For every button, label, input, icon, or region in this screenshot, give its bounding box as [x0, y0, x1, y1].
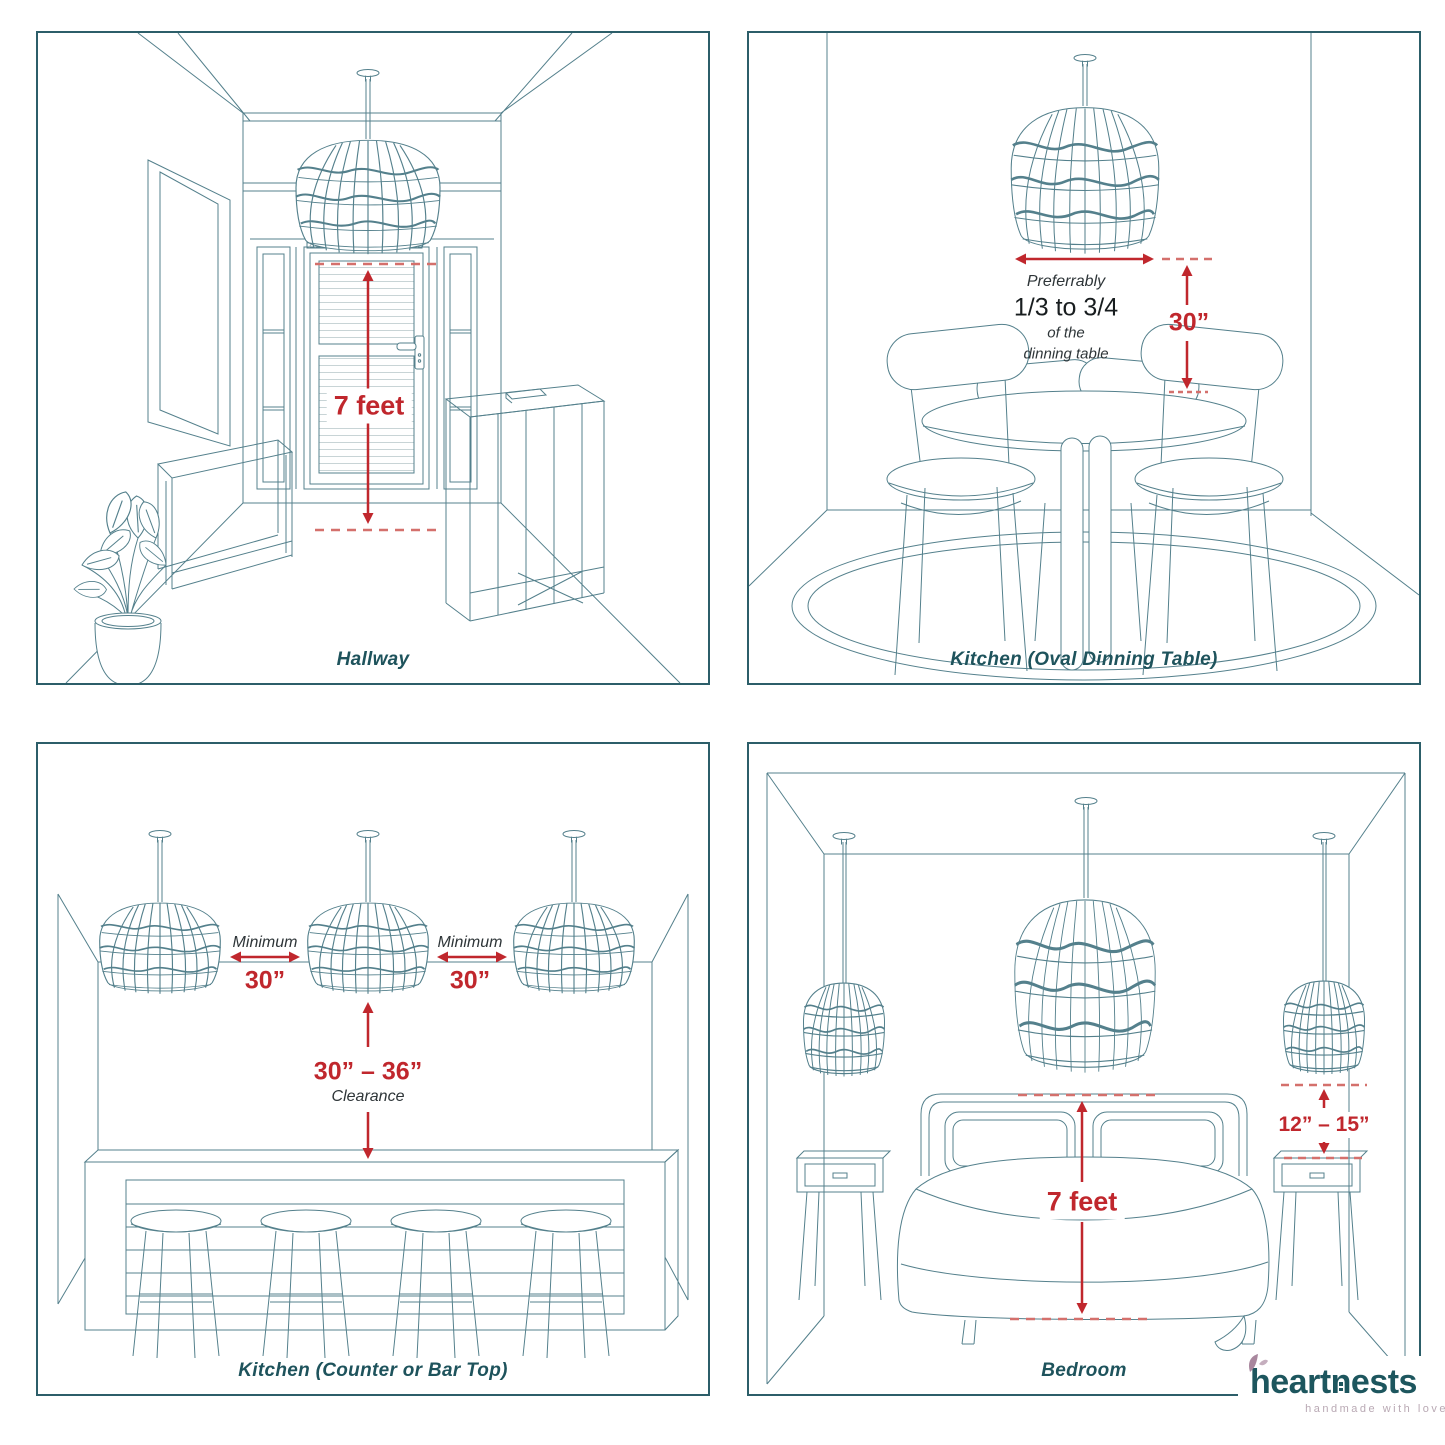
- of-the-note: of the: [1047, 324, 1085, 342]
- bar-stool: [390, 1209, 482, 1359]
- house-window-icon: [1339, 1382, 1348, 1391]
- panel-bedroom: 7 feet 12” – 15” Bedroom: [747, 742, 1421, 1396]
- leaf-icon: [1248, 1354, 1268, 1372]
- nightstand-right: [1272, 1150, 1369, 1301]
- front-dining-chair-left: [886, 323, 1036, 676]
- spacing-1-label: Minimum: [232, 934, 298, 951]
- hallway-sidelights: [256, 246, 478, 490]
- preferrably-note: Preferrably: [1026, 273, 1106, 290]
- pendant-lamp-right: [512, 830, 636, 995]
- oval-dining-table: [921, 390, 1247, 671]
- nightstand-left: [795, 1150, 892, 1301]
- potted-plant: [73, 488, 173, 683]
- brand-name: heartnests: [1248, 1354, 1417, 1401]
- pendant-lamp-center: [1013, 797, 1157, 1075]
- brand-logo: heartnests handmade with love: [1238, 1354, 1445, 1420]
- clearance-label: Clearance: [331, 1088, 405, 1105]
- bedside-drop-label: 12” – 15”: [1274, 1112, 1374, 1138]
- bedroom-height-label: 7 feet: [1039, 1184, 1125, 1220]
- hallway-height-label: 7 feet: [326, 388, 412, 424]
- hallway-console: [444, 384, 606, 622]
- kitchen-oval-caption: Kitchen (Oval Dinning Table): [950, 649, 1218, 670]
- counter-measurements: [230, 951, 507, 1159]
- oval-table-measurements: [1015, 253, 1213, 394]
- kitchen-oval-illustration: [749, 33, 1419, 681]
- hallway-mirror: [147, 159, 231, 447]
- panel-kitchen-oval-table: Preferrably 1/3 to 3/4 of the dinning ta…: [747, 31, 1421, 685]
- spacing-2-value: 30”: [449, 966, 491, 995]
- pendant-lamp-center: [306, 830, 430, 995]
- bedroom-caption: Bedroom: [1041, 1360, 1127, 1381]
- panel-kitchen-counter: Minimum 30” Minimum 30” 30” – 36” Cleara…: [36, 742, 710, 1396]
- area-rug: [791, 531, 1377, 681]
- pendant-lamp-left: [98, 830, 222, 995]
- hallway-bench: [156, 439, 294, 590]
- bar-counter: [83, 1148, 680, 1331]
- panel-hallway: 7 feet Hallway: [36, 31, 710, 685]
- bar-stool: [520, 1209, 612, 1359]
- bed: [896, 1093, 1270, 1351]
- spacing-1-value: 30”: [244, 966, 286, 995]
- clearance-value: 30” – 36”: [313, 1057, 423, 1086]
- bar-stool: [260, 1209, 352, 1359]
- pendant-lamp-bedside-right: [1282, 832, 1366, 1076]
- spacing-2-label: Minimum: [437, 934, 503, 951]
- brand-tagline: handmade with love: [1305, 1403, 1445, 1416]
- kitchen-counter-illustration: [57, 830, 689, 1359]
- pendant-lamp-bedside-left: [802, 832, 886, 1078]
- fraction-note: 1/3 to 3/4: [1013, 293, 1119, 322]
- hallway-caption: Hallway: [336, 649, 410, 670]
- hallway-illustration: [65, 33, 681, 683]
- bar-stools: [130, 1209, 612, 1359]
- bedroom-room-lines: [766, 772, 1406, 1385]
- kitchen-counter-caption: Kitchen (Counter or Bar Top): [238, 1360, 508, 1381]
- front-dining-chair-right: [1134, 323, 1284, 676]
- bedroom-measurements: [1010, 1083, 1367, 1321]
- pendant-lamp: [1009, 54, 1161, 255]
- bedroom-illustration: [766, 772, 1406, 1385]
- drop-30-label: 30”: [1168, 308, 1210, 337]
- dinning-table-note: dinning table: [1023, 345, 1109, 363]
- bar-stool: [130, 1209, 222, 1359]
- pendant-lamp: [294, 69, 442, 256]
- brand-name-text: heartnests: [1250, 1363, 1417, 1401]
- door-handle-icon: [396, 335, 425, 370]
